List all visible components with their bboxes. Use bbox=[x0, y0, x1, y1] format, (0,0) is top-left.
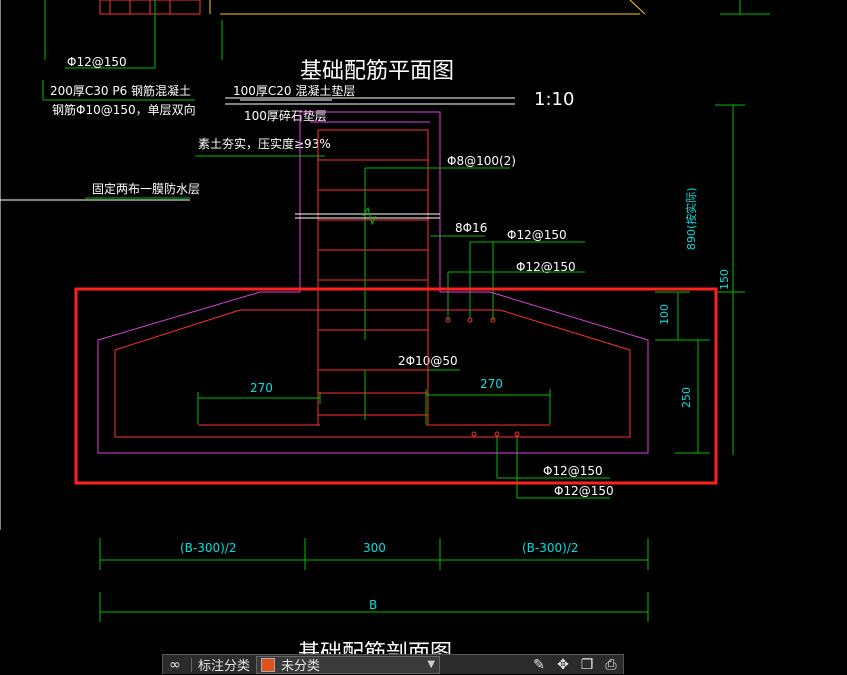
edit-icon[interactable]: ✎ bbox=[533, 656, 545, 673]
callout-layer-c20: 100厚C20 混凝土垫层 bbox=[233, 83, 355, 98]
print-icon[interactable]: ⎙ bbox=[605, 656, 617, 673]
callout-layer-gravel: 100厚碎石垫层 bbox=[244, 108, 327, 123]
callout-column-bars: 8Φ16 bbox=[455, 221, 487, 235]
callout-layer-soil: 素土夯实，压实度≥93% bbox=[198, 136, 331, 151]
dim-depth-100: 100 bbox=[658, 304, 671, 325]
callout-rebar-top-1: Φ12@150 bbox=[507, 228, 567, 242]
dim-half-left: (B-300)/2 bbox=[180, 541, 237, 555]
annotation-toolbar: ∞ 标注分类 未分类 ▼ ✎ ✥ ❐ ⎙ bbox=[162, 654, 624, 674]
dim-left-270: 270 bbox=[250, 381, 273, 395]
callout-layer-concrete: 200厚C30 P6 钢筋混凝土 bbox=[50, 83, 191, 98]
callout-waterproof: 固定两布一膜防水层 bbox=[92, 181, 200, 196]
callout-rebar-bottom-2: Φ12@150 bbox=[554, 484, 614, 498]
category-selected: 未分类 bbox=[281, 659, 321, 674]
chevron-down-icon: ▼ bbox=[427, 659, 436, 670]
callout-rebar-bottom-1: Φ12@150 bbox=[543, 464, 603, 478]
link-icon[interactable]: ∞ bbox=[169, 656, 181, 673]
callout-layer-concrete-rebar: 钢筋Φ10@150，单层双向 bbox=[52, 102, 196, 117]
dim-total-b: B bbox=[369, 598, 377, 612]
dim-half-right: (B-300)/2 bbox=[522, 541, 579, 555]
category-select[interactable]: 未分类 ▼ bbox=[256, 655, 441, 674]
toolbar-divider bbox=[191, 657, 192, 672]
callout-stirrup: Φ8@100(2) bbox=[447, 154, 516, 168]
callout-rebar-top-2: Φ12@150 bbox=[516, 260, 576, 274]
highlight-box bbox=[74, 287, 718, 485]
scale-label: 1:10 bbox=[534, 89, 574, 110]
footing-rebar-cage bbox=[114, 309, 631, 438]
toolbar-label: 标注分类 bbox=[198, 659, 251, 674]
dim-height-150: 150 bbox=[718, 269, 731, 290]
dim-right-270: 270 bbox=[480, 377, 503, 391]
footing-outline bbox=[97, 111, 649, 454]
copy-icon[interactable]: ❐ bbox=[580, 656, 594, 673]
dim-depth-250: 250 bbox=[680, 387, 693, 408]
dim-height-890: 890(按实际) bbox=[684, 187, 698, 250]
callout-rebar-top-left: Φ12@150 bbox=[67, 55, 127, 69]
plan-title: 基础配筋平面图 bbox=[300, 59, 454, 84]
move-icon[interactable]: ✥ bbox=[557, 656, 569, 673]
dim-center-300: 300 bbox=[363, 541, 386, 555]
category-swatch bbox=[261, 657, 276, 672]
